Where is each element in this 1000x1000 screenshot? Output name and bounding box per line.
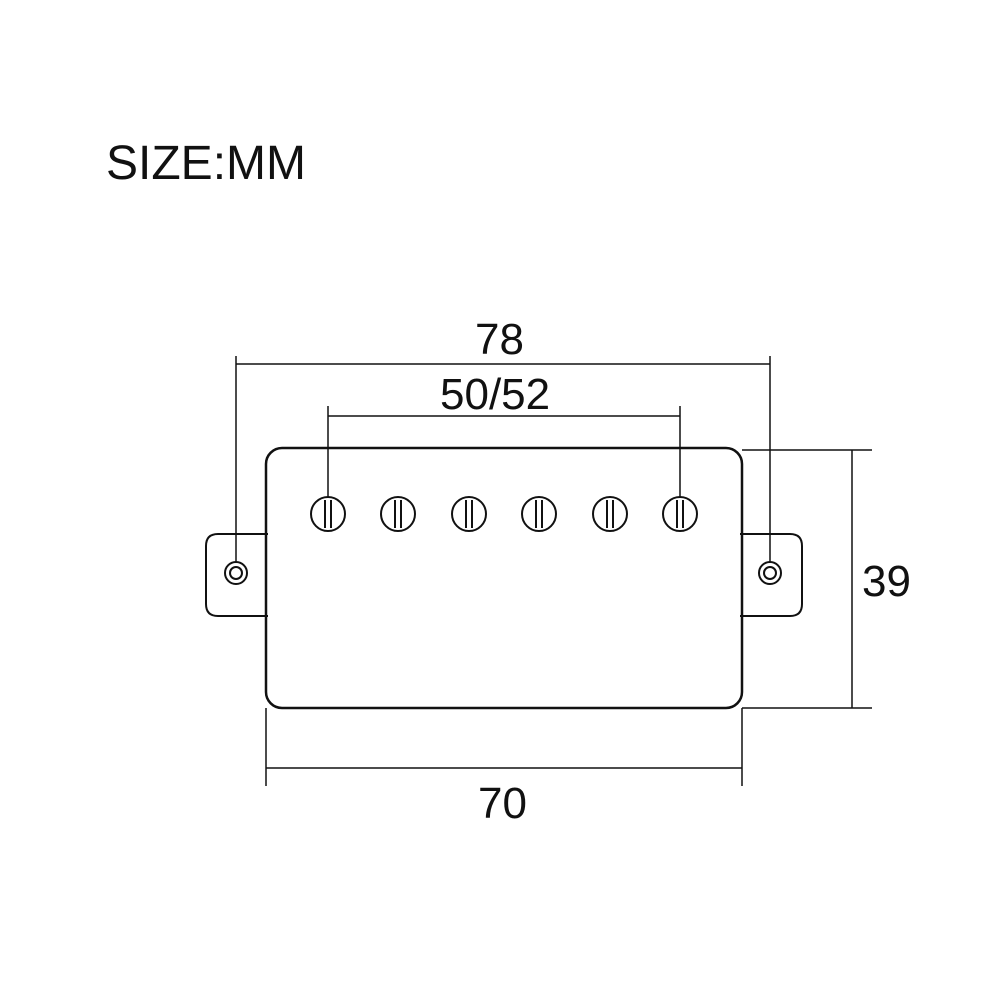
- height-label: 39: [862, 557, 911, 606]
- pole-piece-6: [662, 496, 698, 532]
- dimension-line-39: [742, 449, 872, 709]
- right-mounting-hole: [758, 561, 782, 585]
- overall-width-label: 78: [475, 315, 524, 364]
- pole-piece-1: [310, 496, 346, 532]
- right-mounting-ear: [740, 533, 803, 617]
- pole-piece-4: [521, 496, 557, 532]
- pole-piece-5: [592, 496, 628, 532]
- pole-spacing-label: 50/52: [440, 370, 551, 419]
- left-mounting-hole: [224, 561, 248, 585]
- dimension-line-50-52: [327, 406, 681, 498]
- pickup-body: [264, 446, 744, 710]
- dimension-line-78: [235, 356, 771, 562]
- left-mounting-ear: [205, 533, 268, 617]
- pole-piece-3: [451, 496, 487, 532]
- dimension-line-70: [265, 708, 743, 786]
- size-unit-label: SIZE:MM: [106, 137, 306, 190]
- pole-piece-2: [380, 496, 416, 532]
- body-width-label: 70: [478, 779, 527, 828]
